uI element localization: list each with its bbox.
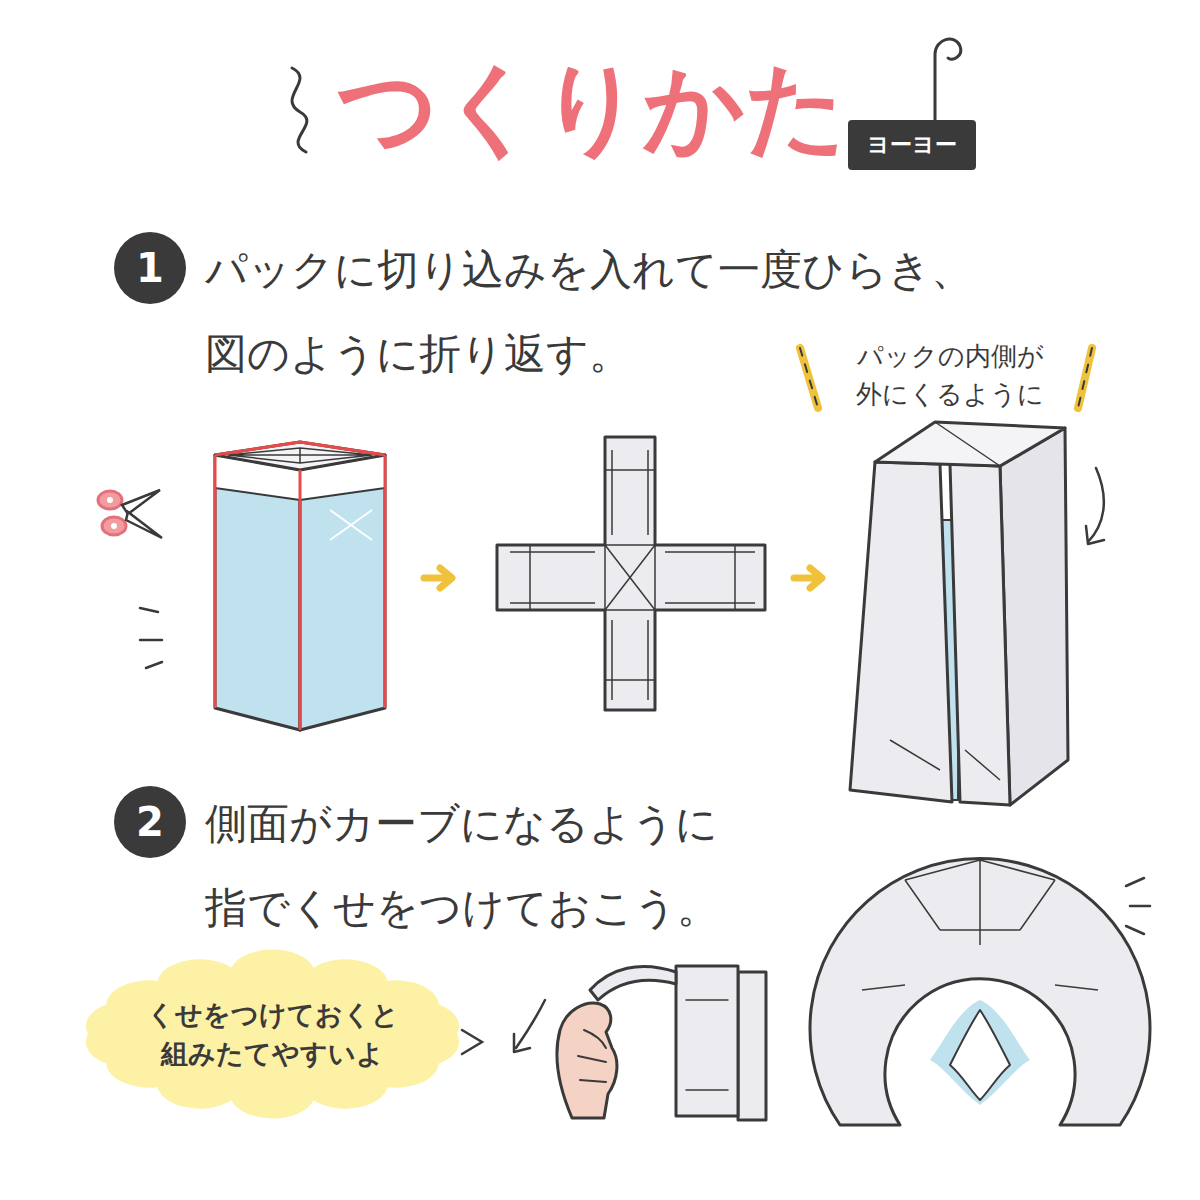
hand-shaping	[514, 966, 766, 1120]
folded-carton-part	[850, 462, 952, 802]
sign-hook-part	[935, 39, 961, 122]
tip-bubble-text: くせをつけておくと 組みたてやすいよ	[138, 995, 408, 1073]
folded-carton-part	[1086, 468, 1104, 544]
cloud-outline	[86, 949, 459, 1118]
yoyo-ring-part	[950, 1010, 1010, 1100]
hand-shaping-part	[738, 972, 766, 1120]
hand-shaping-part	[557, 1003, 617, 1118]
step-arrow-part	[424, 568, 452, 588]
tip-bubble: くせをつけておくと 組みたてやすいよ	[80, 958, 465, 1110]
note-marks-part	[1078, 348, 1092, 408]
sign-plate-text: ヨーヨー	[867, 129, 957, 161]
scissors-icon-part	[107, 497, 113, 503]
unfolded-carton	[497, 437, 765, 710]
bubble-tail-part	[462, 1030, 482, 1054]
step-number-text: 1	[136, 239, 164, 297]
step-circle	[114, 232, 186, 304]
page-title: つくりかた	[337, 53, 847, 163]
milk-carton-part	[330, 510, 372, 540]
hand-shaping-part	[686, 1000, 728, 1090]
yoyo-ring	[810, 859, 1150, 1125]
step-number-text: 2	[136, 793, 164, 851]
folded-carton	[850, 422, 1104, 805]
hand-shaping-part	[676, 966, 738, 1116]
note-text: パックの内側が 外にくるように	[830, 338, 1070, 413]
sign-rect	[848, 120, 976, 170]
step-number: 2	[113, 785, 187, 859]
hand-shaping-part	[514, 1000, 545, 1052]
unfolded-carton-part	[497, 437, 765, 710]
scissors-icon-part	[98, 491, 122, 509]
title-squiggle	[292, 68, 307, 152]
unfolded-carton-part-part	[605, 450, 655, 700]
folded-carton-part	[1000, 428, 1068, 805]
motion-marks-part	[146, 662, 162, 668]
yoyo-ring-part	[862, 860, 1098, 990]
step-circle	[114, 786, 186, 858]
milk-carton-part	[300, 455, 385, 730]
milk-carton-part	[215, 442, 385, 730]
step-number: 1	[113, 231, 187, 305]
sign-plate: ヨーヨー	[848, 120, 976, 170]
motion-marks-part	[140, 608, 158, 612]
motion-marks-part	[140, 639, 162, 642]
folded-carton-part	[875, 422, 1065, 466]
motion-marks-part	[1130, 905, 1150, 908]
folded-carton-part	[890, 422, 1000, 780]
unfolded-carton-part-part	[530, 470, 735, 680]
hand-shaping-part	[590, 966, 676, 1000]
unfolded-carton-part	[510, 450, 755, 700]
bubble-tail	[462, 1030, 482, 1054]
note-marks-part	[800, 348, 818, 408]
title-squiggle-part	[292, 68, 307, 152]
note-marks-part	[1078, 348, 1092, 408]
milk-carton-part	[215, 455, 300, 730]
tip-bubble-shape	[80, 958, 465, 1110]
scissors-icon-part	[102, 517, 126, 535]
scissors-icon	[98, 490, 162, 538]
note-marks-part	[800, 348, 818, 408]
yoyo-ring-part	[930, 1000, 1030, 1105]
folded-carton-part	[950, 464, 1010, 805]
milk-carton-part	[215, 442, 385, 470]
step-instruction: 側面がカーブになるように 指でくせをつけておこう。	[205, 782, 805, 950]
motion-marks-part	[1126, 926, 1144, 934]
yoyo-ring-part	[810, 859, 1150, 1125]
sign-hook	[935, 39, 961, 122]
motion-marks-part	[1126, 878, 1144, 886]
unfolded-carton-part-part	[510, 552, 755, 603]
scissors-icon-part	[111, 523, 117, 529]
step-arrow-part	[794, 568, 822, 588]
milk-carton	[215, 442, 385, 730]
hand-shaping-part	[578, 1030, 606, 1082]
scissors-icon-part	[126, 512, 162, 538]
